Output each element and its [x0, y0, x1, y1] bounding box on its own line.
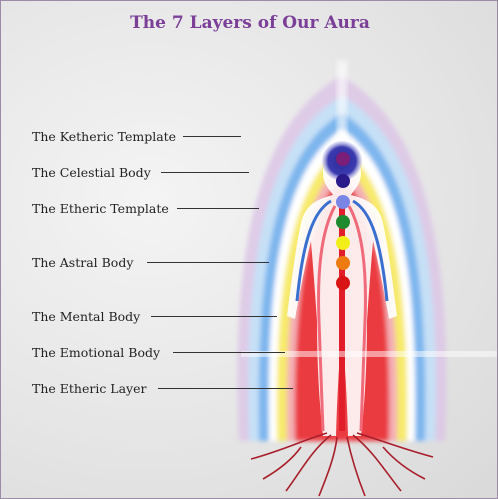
layer-label-ketheric: The Ketheric Template — [32, 129, 177, 144]
layer-label-etheric-layer: The Etheric Layer — [32, 381, 147, 396]
leader-line-mental — [151, 316, 277, 317]
chakra-solar-plexus — [336, 236, 350, 250]
leader-line-ketheric — [183, 136, 241, 137]
chakra-heart — [336, 215, 350, 229]
leader-line-celestial — [161, 172, 249, 173]
chakra-root — [336, 276, 350, 290]
layer-label-etheric-template: The Etheric Template — [32, 201, 169, 216]
horizon-band — [241, 351, 497, 357]
layer-label-emotional: The Emotional Body — [32, 345, 161, 360]
layer-label-celestial: The Celestial Body — [32, 165, 151, 180]
diagram-title: The 7 Layers of Our Aura — [130, 13, 370, 33]
leader-line-emotional — [173, 352, 285, 353]
layer-label-astral: The Astral Body — [32, 255, 134, 270]
chakra-sacral — [336, 256, 350, 270]
body-silhouette — [287, 151, 397, 436]
leader-line-astral — [147, 262, 269, 263]
leader-line-etheric-template — [177, 208, 259, 209]
roots — [250, 432, 434, 497]
leader-line-etheric-layer — [158, 388, 293, 389]
chakra-crown — [336, 152, 350, 166]
chakra-third-eye — [336, 174, 350, 188]
chakra-column — [336, 152, 350, 290]
layer-label-mental: The Mental Body — [32, 309, 141, 324]
crown-beam — [337, 61, 347, 141]
chakra-throat — [336, 195, 350, 209]
